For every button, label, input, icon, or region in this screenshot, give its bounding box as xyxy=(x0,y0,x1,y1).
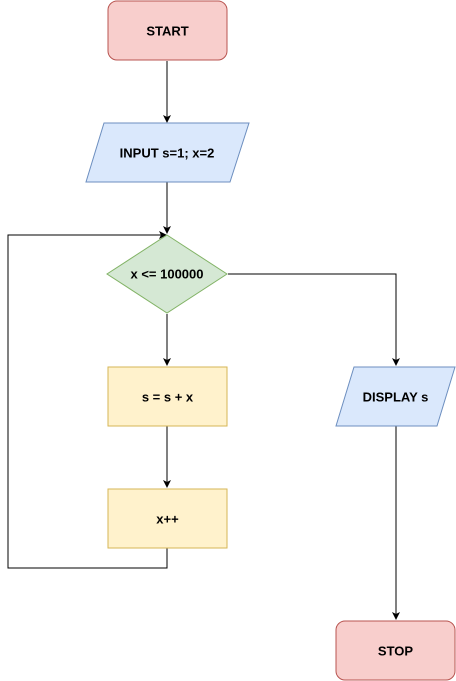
start-node[interactable]: START xyxy=(107,0,228,61)
input-shape xyxy=(85,122,250,183)
add-label: s = s + x xyxy=(142,390,194,405)
edge-increment-loop-back xyxy=(7,231,168,569)
display-node[interactable]: DISPLAY s xyxy=(335,366,456,427)
condition-shape xyxy=(106,234,228,314)
edge-condition-to-display xyxy=(228,273,400,366)
add-shape xyxy=(107,366,228,427)
input-label: INPUT s=1; x=2 xyxy=(120,146,215,161)
increment-shape xyxy=(107,488,228,549)
start-label: START xyxy=(146,24,188,39)
condition-node[interactable]: x <= 100000 xyxy=(106,234,228,314)
stop-label: STOP xyxy=(378,644,413,659)
input-node[interactable]: INPUT s=1; x=2 xyxy=(85,122,250,183)
stop-shape xyxy=(335,620,456,681)
add-node[interactable]: s = s + x xyxy=(107,366,228,427)
display-label: DISPLAY s xyxy=(363,390,429,405)
start-shape xyxy=(107,0,228,61)
condition-label: x <= 100000 xyxy=(130,267,203,282)
increment-label: x++ xyxy=(156,512,179,527)
stop-node[interactable]: STOP xyxy=(335,620,456,681)
display-shape xyxy=(335,366,456,427)
increment-node[interactable]: x++ xyxy=(107,488,228,549)
